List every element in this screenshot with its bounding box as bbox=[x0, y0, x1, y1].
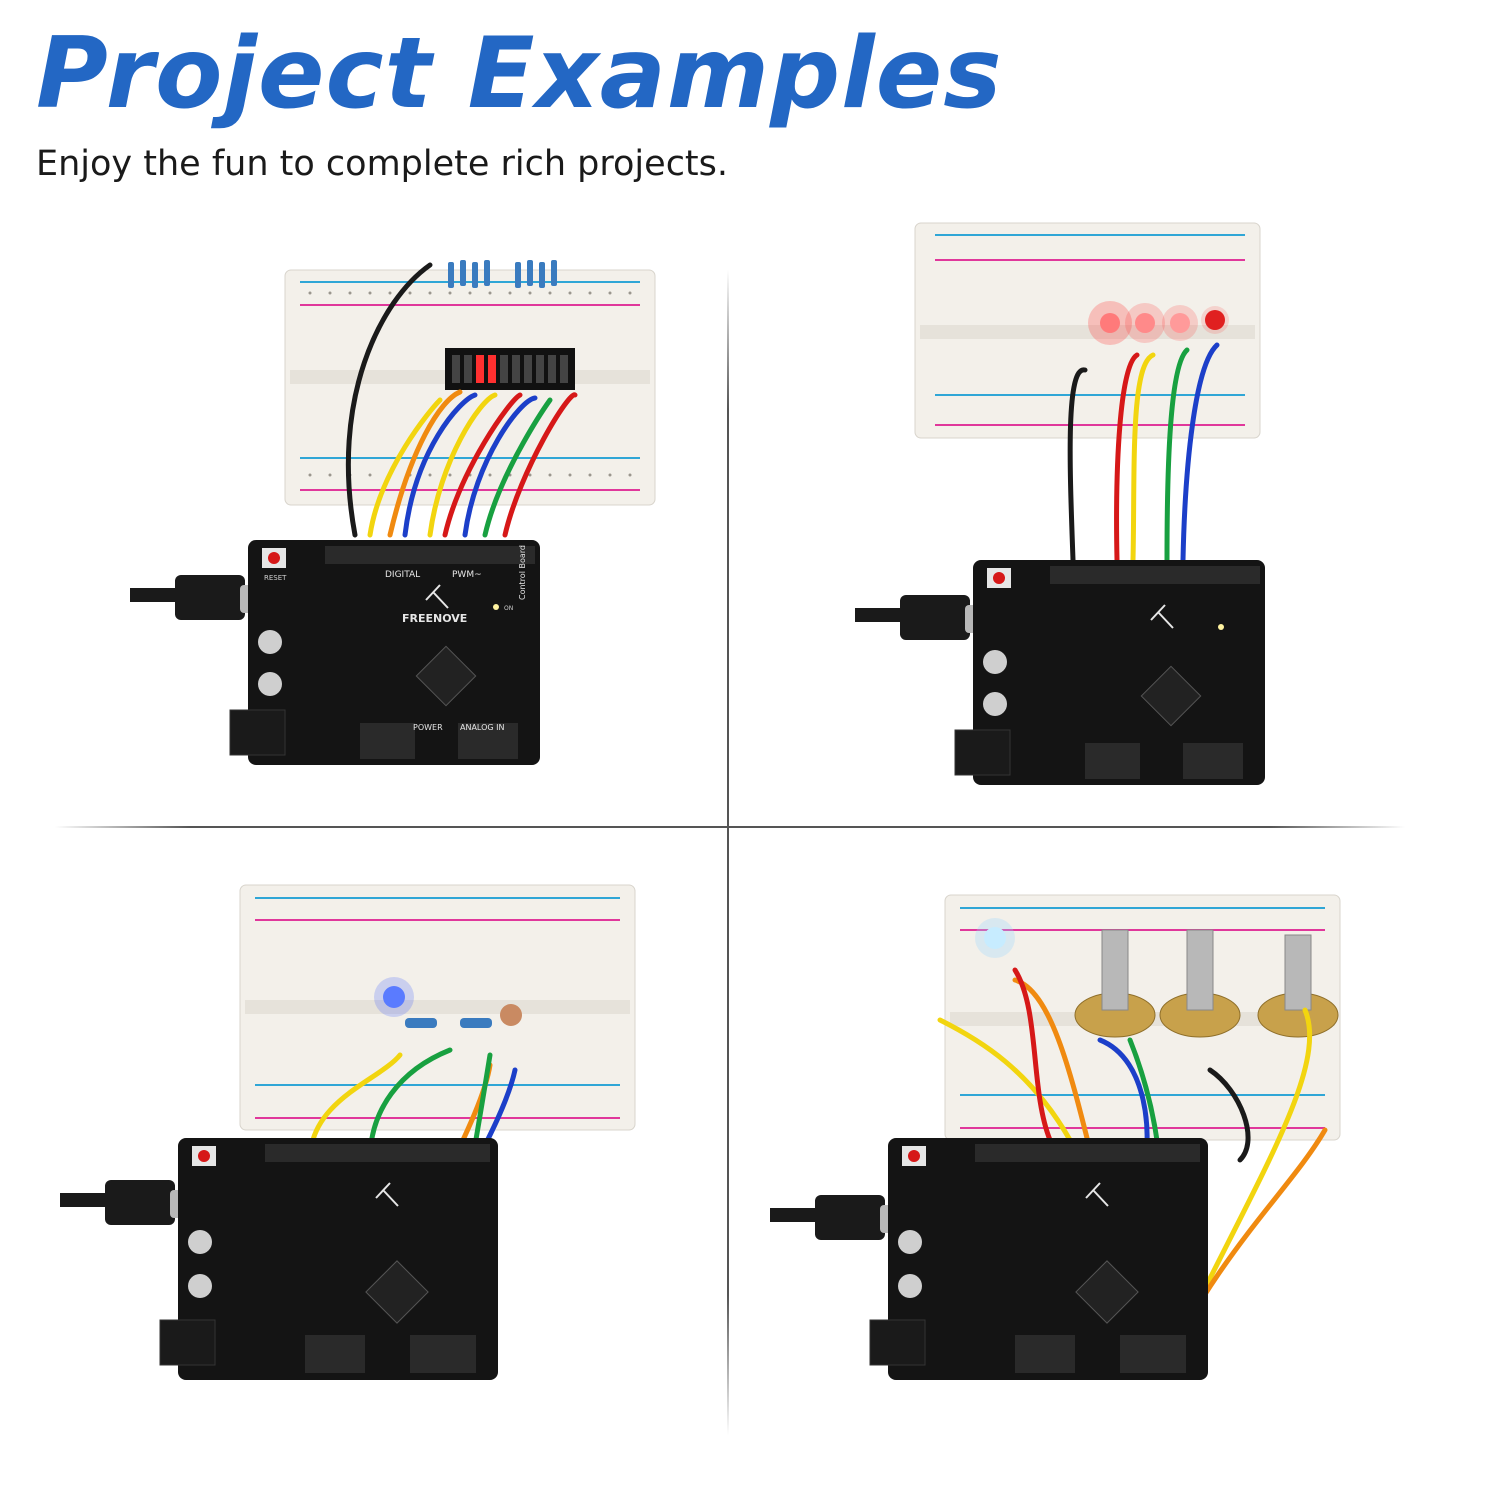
breadboard bbox=[239, 884, 636, 1131]
led-row bbox=[1088, 301, 1229, 345]
reset-label: RESET bbox=[264, 574, 287, 582]
model-label: Control Board bbox=[518, 545, 527, 600]
brand-label: FREENOVE bbox=[402, 612, 467, 625]
pwm-label: PWM~ bbox=[452, 570, 482, 580]
project-rgb-potentiometers bbox=[770, 890, 1370, 1390]
vertical-divider bbox=[727, 270, 729, 1435]
project-four-leds bbox=[855, 215, 1275, 795]
control-board bbox=[954, 560, 1265, 785]
project-photoresistor-rgb bbox=[60, 880, 660, 1390]
rgb-led bbox=[374, 977, 414, 1017]
freenove-logo-icon bbox=[425, 584, 449, 609]
horizontal-divider bbox=[55, 826, 1405, 828]
potentiometers bbox=[1074, 929, 1339, 1038]
on-label: ON bbox=[504, 605, 513, 612]
photoresistor bbox=[500, 1004, 522, 1026]
resistors bbox=[405, 1004, 522, 1028]
jumper-wires bbox=[1067, 342, 1220, 563]
led-bar-graph bbox=[445, 348, 575, 390]
rgb-led bbox=[975, 918, 1015, 958]
jumper-wires bbox=[345, 262, 578, 538]
page-subtitle: Enjoy the fun to complete rich projects. bbox=[36, 144, 729, 184]
digital-label: DIGITAL bbox=[385, 570, 420, 580]
resistor-array bbox=[448, 260, 557, 288]
power-label: POWER bbox=[413, 723, 443, 732]
page-title: Project Examples bbox=[36, 17, 1003, 131]
reset-button-icon bbox=[268, 552, 280, 564]
project-led-bar-graph: RESET DIGITAL PWM~ Control Board FREENOV… bbox=[130, 250, 670, 780]
control-board bbox=[159, 1138, 498, 1380]
analog-label: ANALOG IN bbox=[460, 723, 505, 732]
control-board: RESET DIGITAL PWM~ Control Board FREENOV… bbox=[229, 540, 540, 765]
control-board bbox=[869, 1138, 1208, 1380]
